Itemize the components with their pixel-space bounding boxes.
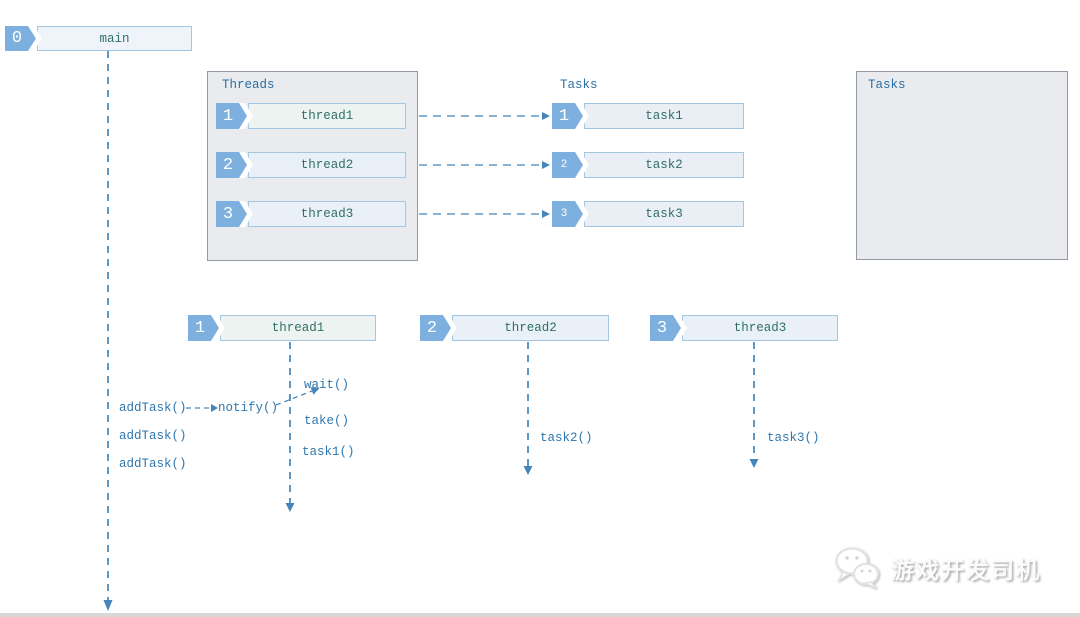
worker3-node: 3 thread3 xyxy=(650,315,838,341)
tasks-queue-title: Tasks xyxy=(560,78,598,92)
worker2-label: thread2 xyxy=(452,315,609,341)
thread2-node: 2 thread2 xyxy=(216,152,406,178)
task1-label: task1 xyxy=(584,103,744,129)
main-node: 0 main xyxy=(5,26,192,51)
wechat-icon xyxy=(835,547,880,589)
worker1-node: 1 thread1 xyxy=(188,315,376,341)
main-node-label: main xyxy=(37,26,192,51)
worker3-label: thread3 xyxy=(682,315,838,341)
worker1-lifeline-arrow-icon xyxy=(285,503,295,512)
thread3-task3-arrowhead-icon xyxy=(542,210,550,218)
tasks-panel-title: Tasks xyxy=(868,78,906,92)
thread2-label: thread2 xyxy=(248,152,406,178)
addtask-notify-arrowhead-icon xyxy=(211,404,218,412)
call-label-task2: task2() xyxy=(540,431,593,445)
thread3-node: 3 thread3 xyxy=(216,201,406,227)
watermark-text: 游戏开发司机 xyxy=(891,557,1041,583)
watermark: 游戏开发司机 xyxy=(833,546,1041,590)
worker2-lifeline-arrow-icon xyxy=(523,466,533,475)
task1-node: 1 task1 xyxy=(552,103,744,129)
thread2-task2-arrowhead-icon xyxy=(542,161,550,169)
call-label-take: take() xyxy=(304,414,350,428)
notify-wait-arrow xyxy=(275,390,313,406)
thread1-node: 1 thread1 xyxy=(216,103,406,129)
call-label-addtask-3: addTask() xyxy=(119,457,187,471)
call-label-notify: notify() xyxy=(218,401,279,415)
tasks-panel xyxy=(856,71,1068,260)
call-label-task3: task3() xyxy=(767,431,820,445)
call-label-addtask-2: addTask() xyxy=(119,429,187,443)
call-label-wait: wait() xyxy=(304,378,350,392)
worker2-node: 2 thread2 xyxy=(420,315,609,341)
call-label-task1: task1() xyxy=(302,445,355,459)
thread1-label: thread1 xyxy=(248,103,406,129)
task2-label: task2 xyxy=(584,152,744,178)
threads-panel-title: Threads xyxy=(222,78,275,92)
main-lifeline-arrow-icon xyxy=(103,600,113,611)
task3-label: task3 xyxy=(584,201,744,227)
canvas-bottom-edge xyxy=(0,613,1080,617)
task3-node: 3 task3 xyxy=(552,201,744,227)
worker3-lifeline-arrow-icon xyxy=(749,459,759,468)
worker1-label: thread1 xyxy=(220,315,376,341)
thread3-label: thread3 xyxy=(248,201,406,227)
thread1-task1-arrowhead-icon xyxy=(542,112,550,120)
task2-node: 2 task2 xyxy=(552,152,744,178)
call-label-addtask-1: addTask() xyxy=(119,401,187,415)
